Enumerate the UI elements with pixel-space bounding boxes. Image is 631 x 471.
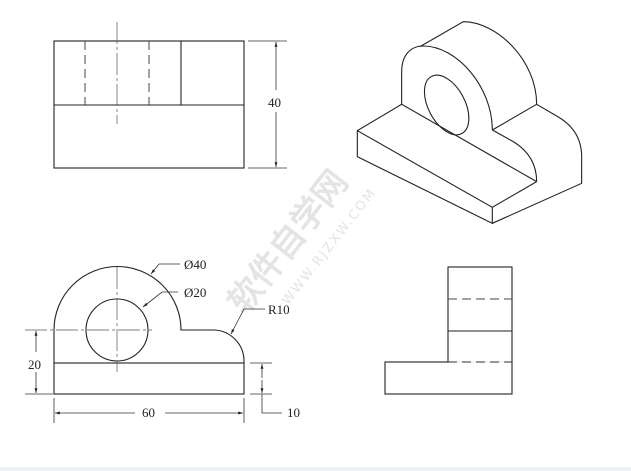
dim-40: 40: [268, 95, 281, 110]
dim-10: 10: [287, 405, 300, 420]
side-upright-outline: [447, 266, 513, 363]
front-view: 20 60 10 Ø40 Ø20 R10: [25, 257, 300, 423]
side-base-outline: [384, 361, 513, 395]
bottom-strip: [0, 467, 631, 471]
leader-line: [261, 394, 282, 414]
leader-radius-10: [230, 308, 265, 335]
front-upper-outline: [53, 266, 245, 363]
iso-upright-front-arc: [401, 45, 493, 130]
dim-20: 20: [28, 357, 41, 372]
leader-diameter-40: [150, 263, 180, 275]
side-view: [384, 266, 513, 395]
iso-hole: [423, 74, 470, 136]
leader-diameter-20: [142, 291, 178, 308]
dim-diameter-20: Ø20: [184, 285, 206, 300]
dim-diameter-40: Ø40: [184, 257, 206, 272]
iso-fillet-back: [536, 103, 583, 157]
top-view: 40: [53, 22, 287, 169]
iso-step-edge: [492, 103, 537, 131]
isometric-view: [356, 21, 583, 225]
iso-upright-back-arc: [419, 21, 538, 105]
front-base-outline: [53, 362, 245, 395]
dim-60: 60: [142, 405, 155, 420]
iso-base-front-face: [356, 129, 493, 225]
iso-fillet-front: [492, 129, 538, 182]
iso-base-top-edge: [492, 181, 537, 208]
iso-base-right-edges: [492, 156, 583, 224]
dim-r10: R10: [268, 302, 290, 317]
